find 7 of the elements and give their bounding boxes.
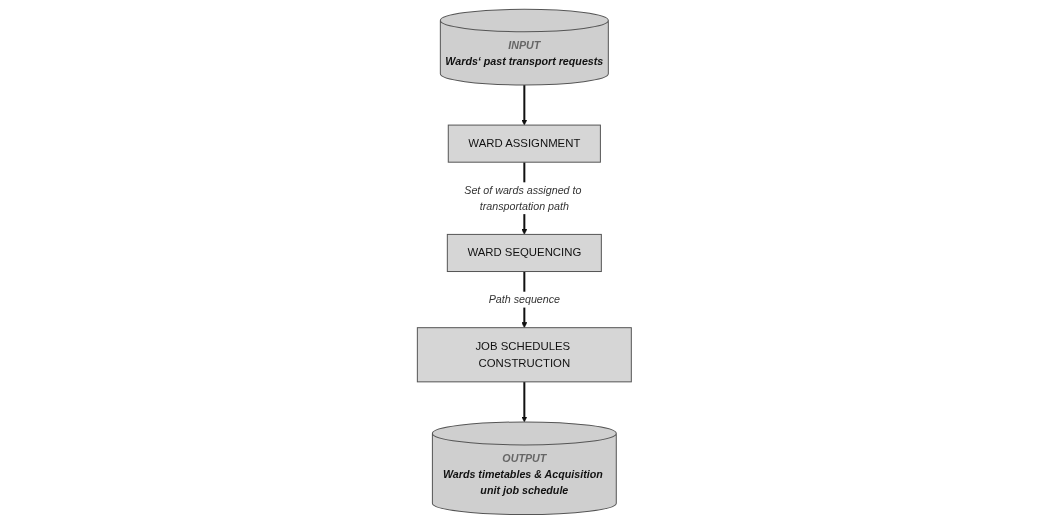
arrow [521,381,528,423]
node-box: WARD ASSIGNMENT [447,124,602,163]
edge-label: Set of wards assigned to transportation path [464,184,582,212]
node-box: WARD SEQUENCING [447,233,602,273]
node-box: JOB SCHEDULES CONSTRUCTION [417,327,632,383]
arrow [521,85,528,126]
edge-label: Path sequence [488,293,561,305]
